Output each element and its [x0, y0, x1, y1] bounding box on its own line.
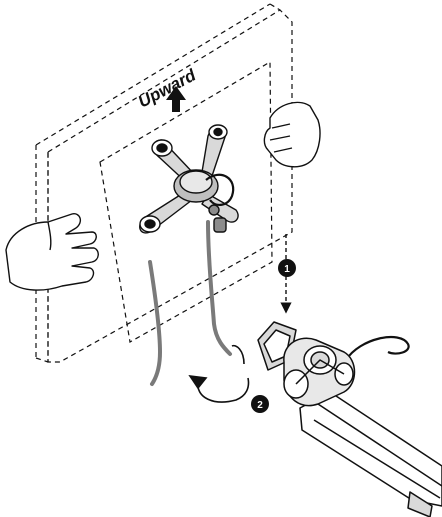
- upward-indicator: Upward: [135, 65, 200, 112]
- mounting-bracket-icon: [139, 124, 239, 234]
- step-1-number: 1: [284, 264, 290, 275]
- step-1-badge: 1: [278, 259, 296, 277]
- monitor-outline: [35, 3, 293, 363]
- direction-label: Upward: [135, 65, 200, 111]
- monitor-cables: [148, 220, 232, 386]
- monitor-arm-icon: [257, 321, 442, 517]
- step-2-badge: 2: [251, 395, 269, 413]
- right-hand-icon: [263, 101, 321, 168]
- step-2-number: 2: [257, 400, 263, 411]
- rotate-arrow-icon: [188, 344, 250, 403]
- up-arrow-icon: [166, 86, 186, 112]
- left-hand-icon: [5, 213, 99, 291]
